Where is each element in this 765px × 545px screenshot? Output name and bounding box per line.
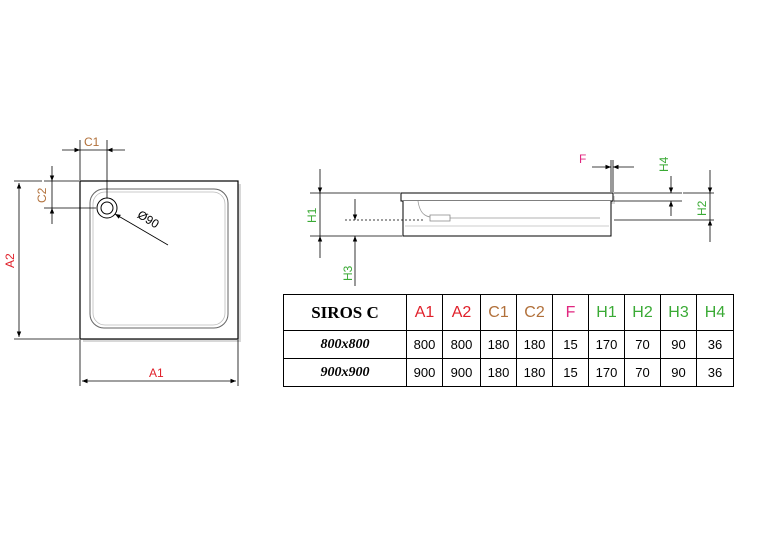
drain-leader [114,213,169,246]
side-view: H1 H3 F H4 H2 [305,152,714,286]
side-rim [400,192,614,202]
h2-label: H2 [695,200,709,216]
a1-label: A1 [149,366,164,380]
table-cell: 900 [406,358,443,387]
table-cell: 15 [552,330,589,359]
c2-label: C2 [35,187,49,203]
column-header-h2: H2 [624,294,661,331]
table-cell: 180 [516,358,553,387]
plan-view: Ø90 C1 C2 A2 A1 [3,135,241,386]
side-drain [429,214,451,222]
column-header-a2: A2 [442,294,481,331]
table-cell: 90 [660,358,697,387]
tray-inner-basin [89,188,229,329]
side-body [402,201,612,237]
table-cell: 36 [696,330,734,359]
table-cell: 36 [696,358,734,387]
table-cell: 15 [552,358,589,387]
c1-label: C1 [84,135,100,149]
tray-inner-basin-edge [92,191,226,326]
h4-label: H4 [657,156,671,172]
table-cell: 70 [624,358,661,387]
table-cell: 70 [624,330,661,359]
column-header-f: F [552,294,589,331]
column-header-h3: H3 [660,294,697,331]
column-header-h1: H1 [588,294,625,331]
h3-label: H3 [341,265,355,281]
table-cell: 800 [406,330,443,359]
table-cell: 180 [516,330,553,359]
table-cell: 170 [588,330,625,359]
column-header-a1: A1 [406,294,443,331]
table-cell: 170 [588,358,625,387]
column-header-c1: C1 [480,294,517,331]
a2-label: A2 [3,253,17,268]
h1-label: H1 [305,207,319,223]
table-cell: 800 [442,330,481,359]
table-cell: 180 [480,330,517,359]
table-cell: 180 [480,358,517,387]
table-cell: 900 [442,358,481,387]
f-label: F [579,152,586,166]
model-name: SIROS C [283,294,407,331]
row-size-label: 900x900 [283,358,407,387]
column-header-h4: H4 [696,294,734,331]
row-size-label: 800x800 [283,330,407,359]
column-header-c2: C2 [516,294,553,331]
table-cell: 90 [660,330,697,359]
drain-inner [100,201,114,215]
